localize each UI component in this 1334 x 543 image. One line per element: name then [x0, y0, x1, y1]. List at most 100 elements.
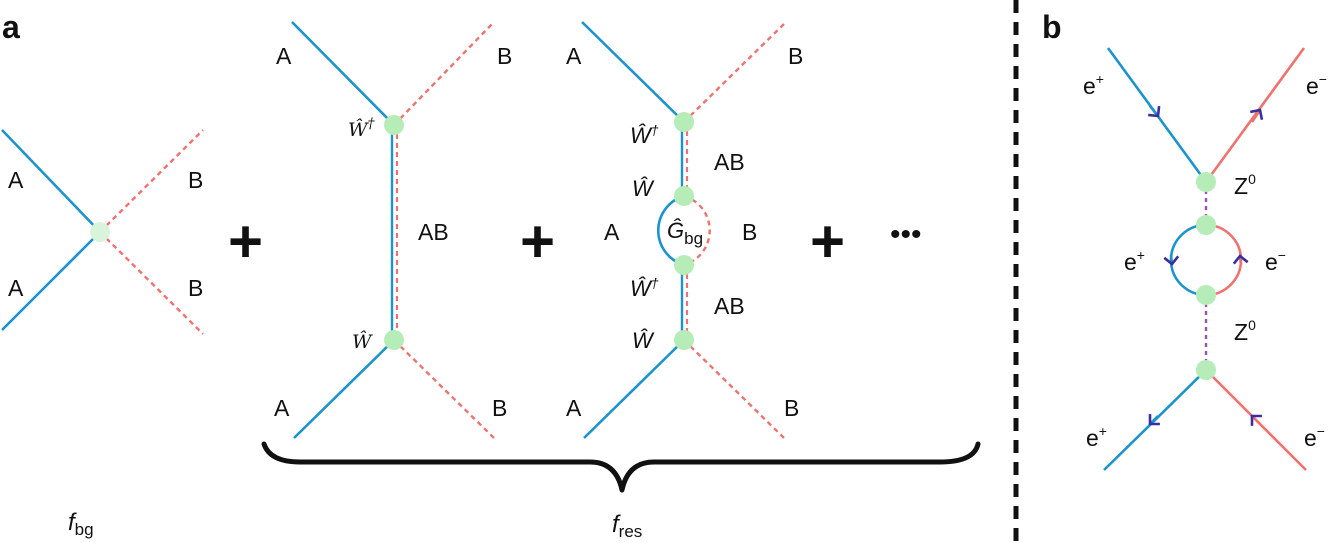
- bg-line-b-top: [99, 129, 204, 233]
- b-loop-e-minus: [1205, 223, 1243, 297]
- bg-label-b-bottom: B: [188, 275, 203, 301]
- b-e-symbol-1: e: [1083, 73, 1096, 99]
- bg-label-a-top: A: [8, 167, 24, 193]
- b-plus-2: +: [1137, 247, 1145, 263]
- plus-sign-3: +: [810, 208, 845, 275]
- ex-label-a-bottom: A: [274, 395, 290, 421]
- loop-label-b-bottom: B: [784, 395, 799, 421]
- loop-line-a-bottom: [583, 339, 685, 439]
- ex-label-b-bottom: B: [492, 395, 507, 421]
- loop-op-w-1: Ŵ: [632, 176, 655, 201]
- b-arrow-seg-5: [1148, 414, 1160, 426]
- loop-label-a-top: A: [566, 43, 582, 69]
- ex-label-ab: AB: [418, 219, 449, 245]
- loop-diagram: A B A B AB AB A B Ŵ† Ŵ Ŵ† Ŵ Ĝbg: [566, 21, 803, 439]
- loop-label-ab-upper: AB: [714, 149, 745, 175]
- loop-op-w-dagger-1-symbol: Ŵ: [630, 123, 653, 148]
- loop-bubble-b: [683, 194, 711, 267]
- background-vertex-diagram: A A B B fbg: [1, 129, 204, 539]
- bg-line-a-bottom: [1, 231, 101, 331]
- b-e-symbol-4: e: [1265, 249, 1278, 275]
- ex-op-w-dagger-symbol: Ŵ: [348, 118, 369, 141]
- ex-line-b-top: [393, 21, 495, 126]
- ex-op-dagger: †: [368, 116, 376, 132]
- b-e-symbol-2: e: [1306, 73, 1319, 99]
- loop-label-b-top: B: [788, 43, 803, 69]
- b-z-sup-2: 0: [1248, 317, 1256, 333]
- ex-line-a-bottom: [293, 339, 395, 439]
- panel-label-a: a: [2, 9, 20, 45]
- ex-vertex-top: [384, 115, 404, 135]
- loop-op-g-symbol: Ĝ: [667, 218, 684, 243]
- b-label-z-upper: Z0: [1234, 171, 1256, 199]
- b-vertex-top: [1196, 172, 1216, 192]
- loop-op-w-dagger-2: Ŵ†: [630, 275, 659, 301]
- b-minus-2: −: [1278, 247, 1286, 263]
- b-vertex-bottom: [1196, 360, 1216, 380]
- loop-line-b-bottom: [683, 339, 785, 439]
- b-label-e-minus-mid: e−: [1265, 247, 1286, 275]
- loop-label-ab-lower: AB: [714, 293, 745, 319]
- loop-op-dagger-1: †: [651, 122, 659, 138]
- loop-vertex-2: [674, 186, 694, 206]
- ex-line-b-bottom: [393, 339, 495, 439]
- ex-op-w-dagger: Ŵ†: [348, 116, 376, 141]
- bg-label-a-bottom: A: [8, 275, 24, 301]
- loop-op-dagger-2: †: [651, 275, 659, 291]
- f-bg-symbol: f: [68, 509, 77, 536]
- ellipsis: •••: [890, 218, 922, 251]
- loop-vertex-4: [674, 330, 694, 350]
- b-label-e-plus-mid: e+: [1124, 247, 1145, 275]
- loop-vertex-3: [674, 255, 694, 275]
- ex-line-a-top: [291, 21, 395, 126]
- b-e-symbol-5: e: [1086, 425, 1099, 451]
- b-z-symbol-1: Z: [1234, 173, 1248, 199]
- b-label-e-plus-top: e+: [1083, 71, 1104, 99]
- ex-vertex-bottom: [384, 330, 404, 350]
- loop-op-g: Ĝbg: [667, 218, 703, 248]
- f-bg-subscript: bg: [75, 520, 94, 539]
- bg-line-b-bottom: [99, 231, 204, 335]
- bg-vertex-node: [90, 222, 110, 242]
- b-label-z-lower: Z0: [1234, 317, 1256, 345]
- b-label-e-minus-bottom: e−: [1304, 423, 1325, 451]
- b-vertex-loop-top: [1196, 215, 1216, 235]
- loop-op-w-2: Ŵ: [632, 328, 655, 353]
- b-label-e-minus-top: e−: [1306, 71, 1327, 99]
- b-e-symbol-6: e: [1304, 425, 1317, 451]
- b-e-symbol-3: e: [1124, 249, 1137, 275]
- b-arrow-seg-1: [1148, 105, 1161, 118]
- ex-op-w: Ŵ: [352, 330, 373, 353]
- b-arrow-seg-3: [1163, 254, 1180, 266]
- loop-op-w-dagger-2-symbol: Ŵ: [630, 276, 653, 301]
- panel-label-b: b: [1042, 9, 1062, 45]
- b-z-sup-1: 0: [1248, 171, 1256, 187]
- plus-sign-2: +: [520, 208, 555, 275]
- loop-label-b-mid: B: [742, 219, 757, 245]
- b-minus-3: −: [1317, 423, 1325, 439]
- loop-op-w-dagger-1: Ŵ†: [630, 122, 659, 148]
- loop-label-a-mid: A: [604, 219, 620, 245]
- resonant-brace: [261, 441, 981, 493]
- plus-sign-1: +: [228, 208, 263, 275]
- b-loop-e-plus: [1169, 223, 1207, 297]
- loop-label-a-bottom: A: [566, 395, 582, 421]
- b-line-e-minus-top: [1204, 47, 1306, 183]
- loop-bubble-a: [657, 194, 685, 267]
- exchange-diagram: A B A B AB Ŵ† Ŵ: [274, 21, 512, 439]
- ex-label-a-top: A: [276, 43, 292, 69]
- f-res-subscript: res: [619, 522, 643, 541]
- bg-label-b-top: B: [188, 167, 203, 193]
- b-arrow-seg-4: [1232, 254, 1249, 266]
- b-plus-1: +: [1096, 71, 1104, 87]
- ex-label-b-top: B: [497, 43, 512, 69]
- loop-op-g-subscript: bg: [684, 229, 703, 248]
- b-label-e-plus-bottom: e+: [1086, 423, 1107, 451]
- b-plus-3: +: [1099, 423, 1107, 439]
- b-z-symbol-2: Z: [1234, 319, 1248, 345]
- b-vertex-loop-bottom: [1196, 285, 1216, 305]
- loop-line-a-top: [581, 21, 685, 123]
- bg-line-a-top: [1, 129, 101, 233]
- f-res-label: fres: [612, 511, 642, 541]
